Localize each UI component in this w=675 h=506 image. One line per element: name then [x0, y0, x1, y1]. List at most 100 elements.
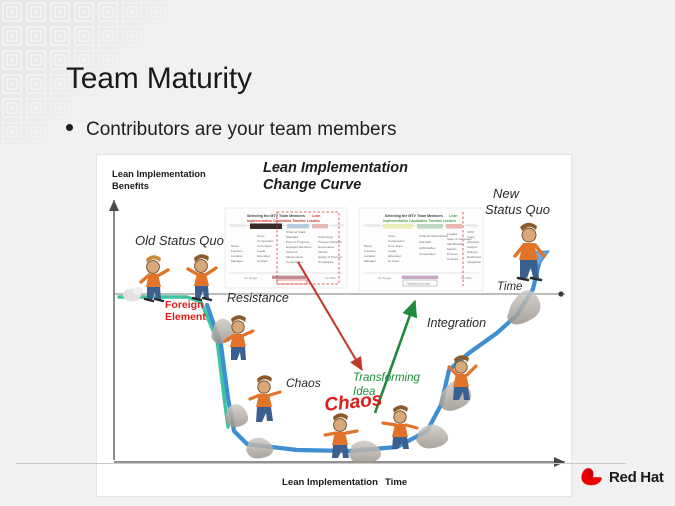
- svg-text:CRM: CRM: [467, 230, 474, 234]
- time-midline-label: Time: [497, 281, 522, 293]
- figure-chaos-1: [248, 375, 282, 422]
- svg-text:Team: Team: [388, 234, 396, 238]
- svg-text:Composition: Composition: [388, 239, 405, 243]
- svg-text:Metrics: Metrics: [318, 250, 328, 254]
- inset-slide-thumbnail-green: Selecting the MTV Team Members Lean Impl…: [358, 207, 484, 292]
- svg-text:Support: Support: [467, 245, 478, 249]
- svg-text:On Target: On Target: [244, 276, 257, 280]
- foreign-element-label-line1: Foreign: [165, 299, 204, 311]
- cartoon-figures: [123, 222, 546, 458]
- bullet-dot-icon: [66, 124, 73, 131]
- svg-text:Integration: Integration: [467, 260, 482, 264]
- svg-text:Name: Name: [364, 244, 372, 248]
- svg-text:Standard: Standard: [286, 235, 299, 239]
- svg-text:Function: Function: [231, 249, 243, 253]
- y-axis-label-line1: Lean Implementation: [112, 168, 206, 179]
- svg-text:Manager: Manager: [231, 259, 243, 263]
- svg-text:Point of Progress: Point of Progress: [286, 240, 310, 244]
- svg-text:Channel Stack: Channel Stack: [286, 230, 306, 234]
- svg-text:Core Team: Core Team: [257, 244, 272, 248]
- page-title: Team Maturity: [66, 62, 252, 95]
- svg-text:Standard: Standard: [419, 240, 432, 244]
- svg-text:Extended: Extended: [388, 254, 401, 258]
- svg-text:Leads: Leads: [257, 249, 266, 253]
- svg-text:Readiness: Readiness: [467, 255, 482, 259]
- svg-text:Implementation Candidates Ti: Implementation Candidates Timeline Leade…: [247, 219, 320, 223]
- red-hat-wordmark: Red Hat: [609, 468, 664, 486]
- svg-text:On Target: On Target: [378, 276, 391, 280]
- svg-text:Trunk: Trunk: [467, 235, 475, 239]
- figure-integration: [447, 355, 478, 400]
- red-arrow-annotation: [297, 261, 363, 371]
- chaos-small-label: Chaos: [286, 376, 321, 390]
- transforming-idea-label-line1: Transforming: [353, 372, 420, 384]
- svg-text:Technology: Technology: [318, 235, 334, 239]
- svg-text:Team: Team: [257, 234, 265, 238]
- svg-text:Composition: Composition: [419, 252, 436, 256]
- svg-text:Light Deliver: Light Deliver: [419, 246, 436, 250]
- bullet-item-label: Contributors are your team members: [86, 119, 397, 140]
- figure-chaos-2: [323, 413, 359, 458]
- figure-old-status-quo-1: [139, 255, 170, 303]
- svg-text:Location: Location: [364, 254, 376, 258]
- svg-text:by Team: by Team: [388, 259, 400, 263]
- svg-text:Engaged Members: Engaged Members: [286, 245, 312, 249]
- svg-text:Selecting the MTV Team Members: Selecting the MTV Team Members: [385, 214, 443, 218]
- svg-text:Leads: Leads: [388, 249, 397, 253]
- new-status-quo-label-line2: Status Quo: [485, 202, 550, 217]
- x-axis-label-right: Time: [385, 477, 407, 488]
- svg-text:Loaded: Loaded: [447, 232, 457, 236]
- svg-text:Name: Name: [231, 244, 239, 248]
- svg-text:Lean: Lean: [449, 214, 457, 218]
- svg-text:Implementation Candidates Ti: Implementation Candidates Timeline Leade…: [383, 219, 456, 223]
- figure-old-status-quo-2: [186, 254, 218, 302]
- svg-text:Contract: Contract: [447, 257, 459, 261]
- new-status-quo-label-line1: New: [493, 186, 521, 201]
- svg-text:Process Definition: Process Definition: [318, 240, 343, 244]
- svg-text:Selecting the MTV Team Members: Selecting the MTV Team Members: [247, 214, 305, 218]
- svg-text:Quality & Process: Quality & Process: [318, 255, 342, 259]
- svg-text:Manager: Manager: [364, 259, 376, 263]
- figure-resistance: [223, 315, 255, 360]
- svg-text:Activities: Activities: [467, 240, 479, 244]
- svg-text:Core Team: Core Team: [388, 244, 403, 248]
- svg-text:Composition: Composition: [286, 260, 303, 264]
- transforming-idea-label-line2: Idea: [353, 386, 375, 398]
- inset-slide-thumbnail-red: Selecting the MTV Team Members Lean Impl…: [224, 207, 348, 289]
- svg-text:Transforming idea: Transforming idea: [406, 281, 430, 285]
- footer-divider: [16, 463, 626, 464]
- svg-text:On Risk: On Risk: [461, 276, 472, 280]
- svg-text:Channel Stack Reach: Channel Stack Reach: [419, 234, 448, 238]
- svg-text:Process: Process: [447, 252, 458, 256]
- y-axis-label-line2: Benefits: [112, 180, 149, 191]
- figure-transforming: [381, 405, 419, 449]
- svg-text:Contact: Contact: [257, 259, 268, 263]
- svg-text:Location: Location: [231, 254, 243, 258]
- chart-canvas: Lean Implementation Change Curve Lean Im…: [97, 155, 571, 496]
- svg-text:Governance: Governance: [318, 245, 335, 249]
- svg-text:Composition: Composition: [257, 239, 274, 243]
- svg-text:On Risk: On Risk: [325, 276, 336, 280]
- svg-text:Extended: Extended: [257, 254, 270, 258]
- foreign-element-label-line2: Element: [165, 311, 206, 323]
- bullet-item: Contributors are your team members: [66, 117, 586, 143]
- svg-text:Maintenance: Maintenance: [286, 255, 304, 259]
- chart-title-line2: Change Curve: [263, 177, 361, 193]
- old-status-quo-label: Old Status Quo: [135, 233, 224, 248]
- x-axis-label-left: Lean Implementation: [282, 477, 378, 488]
- resistance-label: Resistance: [227, 291, 289, 305]
- red-hat-logo: Red Hat: [578, 466, 664, 488]
- green-arrow-annotation: [373, 299, 418, 414]
- svg-text:Lean: Lean: [312, 214, 320, 218]
- figure-new-status-quo: [513, 222, 546, 282]
- old-status-quo-curve: [117, 295, 230, 429]
- svg-text:Identification: Identification: [447, 242, 464, 246]
- svg-text:Delivery: Delivery: [467, 250, 478, 254]
- svg-text:Partners: Partners: [286, 250, 298, 254]
- lean-implementation-change-curve-figure: Lean Implementation Change Curve Lean Im…: [97, 155, 571, 496]
- svg-text:Function: Function: [364, 249, 376, 253]
- chart-title-line1: Lean Implementation: [263, 160, 408, 176]
- bullet-list: Contributors are your team members: [66, 117, 586, 143]
- svg-text:Metrics: Metrics: [447, 247, 457, 251]
